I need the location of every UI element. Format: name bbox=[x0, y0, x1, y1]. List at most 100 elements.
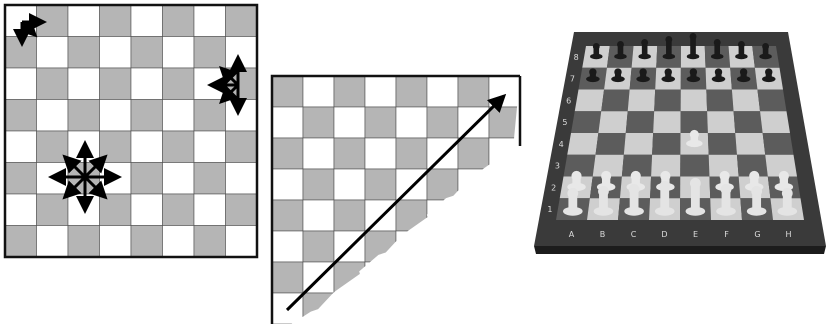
board-square bbox=[68, 226, 100, 258]
board-square bbox=[458, 293, 489, 324]
board-square bbox=[37, 194, 69, 226]
photo-square bbox=[735, 133, 765, 155]
board-square bbox=[163, 226, 195, 258]
board-square bbox=[303, 107, 334, 138]
board-square bbox=[194, 37, 226, 69]
board-square bbox=[489, 200, 520, 231]
board-square bbox=[365, 293, 396, 324]
board-square bbox=[226, 131, 258, 163]
board-square bbox=[303, 231, 334, 262]
board-square bbox=[131, 5, 163, 37]
board-square bbox=[131, 131, 163, 163]
board-square bbox=[396, 107, 427, 138]
board-square bbox=[131, 194, 163, 226]
board-square bbox=[163, 163, 195, 195]
photo-square bbox=[707, 111, 735, 133]
rank-label: 3 bbox=[555, 162, 560, 171]
photo-square bbox=[708, 133, 737, 155]
board-square bbox=[100, 5, 132, 37]
board-square bbox=[365, 200, 396, 231]
board-square bbox=[272, 231, 303, 262]
rank-label: 1 bbox=[547, 205, 552, 214]
board-square bbox=[68, 100, 100, 132]
file-label: H bbox=[785, 230, 791, 239]
board-square bbox=[68, 5, 100, 37]
movement-grid-board bbox=[0, 0, 262, 262]
board-square bbox=[194, 131, 226, 163]
board-square bbox=[194, 163, 226, 195]
photo-square bbox=[757, 90, 786, 112]
rank-label: 2 bbox=[551, 183, 556, 192]
board-square bbox=[163, 37, 195, 69]
board-square bbox=[365, 231, 396, 262]
board-square bbox=[334, 76, 365, 107]
board-square bbox=[458, 169, 489, 200]
board-square bbox=[427, 200, 458, 231]
photo-square bbox=[624, 133, 653, 155]
photo-square bbox=[575, 90, 604, 112]
photo-square bbox=[628, 90, 656, 112]
file-label: F bbox=[724, 230, 729, 239]
board-square bbox=[365, 107, 396, 138]
board-square bbox=[272, 107, 303, 138]
board-square bbox=[37, 100, 69, 132]
board-square bbox=[68, 68, 100, 100]
board-square bbox=[272, 262, 303, 293]
board-square bbox=[489, 231, 520, 262]
board-square bbox=[458, 138, 489, 169]
board-square bbox=[5, 68, 37, 100]
board-square bbox=[334, 169, 365, 200]
board-square bbox=[396, 169, 427, 200]
board-square bbox=[226, 37, 258, 69]
board-square bbox=[131, 163, 163, 195]
board-square bbox=[37, 131, 69, 163]
board-square bbox=[334, 107, 365, 138]
board-square bbox=[303, 200, 334, 231]
board-square bbox=[194, 100, 226, 132]
board-wood-edge bbox=[534, 246, 826, 254]
board-square bbox=[272, 200, 303, 231]
photo-square bbox=[734, 111, 763, 133]
board-square bbox=[396, 138, 427, 169]
board-square bbox=[226, 163, 258, 195]
board-square bbox=[427, 262, 458, 293]
board-square bbox=[396, 293, 427, 324]
board-square bbox=[334, 262, 365, 293]
board-square bbox=[163, 100, 195, 132]
board-square bbox=[100, 37, 132, 69]
board-square bbox=[194, 194, 226, 226]
board-square bbox=[303, 138, 334, 169]
board-square bbox=[458, 107, 489, 138]
board-square bbox=[489, 293, 520, 324]
photo-square bbox=[596, 133, 626, 155]
board-square bbox=[37, 226, 69, 258]
board-square bbox=[5, 194, 37, 226]
board-square bbox=[365, 76, 396, 107]
board-square bbox=[226, 5, 258, 37]
rank-label: 5 bbox=[562, 118, 567, 127]
board-square bbox=[458, 262, 489, 293]
photo-square bbox=[681, 111, 708, 133]
photo-square bbox=[706, 90, 733, 112]
rank-label: 4 bbox=[559, 140, 564, 149]
file-label: A bbox=[569, 230, 575, 239]
board-square bbox=[489, 262, 520, 293]
board-square bbox=[5, 100, 37, 132]
photo-square bbox=[653, 111, 681, 133]
board-square bbox=[131, 37, 163, 69]
board-square bbox=[334, 293, 365, 324]
board-square bbox=[427, 169, 458, 200]
board-square bbox=[131, 100, 163, 132]
rank-label: 6 bbox=[566, 96, 571, 105]
board-square bbox=[427, 231, 458, 262]
board-square bbox=[458, 200, 489, 231]
rank-label: 7 bbox=[570, 75, 575, 84]
chessboard-photo-svg: ABCDEFGH12345678 bbox=[526, 10, 830, 254]
photo-square bbox=[626, 111, 654, 133]
board-square bbox=[396, 231, 427, 262]
board-square bbox=[5, 131, 37, 163]
photo-square bbox=[601, 90, 629, 112]
board-square bbox=[489, 107, 520, 138]
board-square bbox=[163, 194, 195, 226]
